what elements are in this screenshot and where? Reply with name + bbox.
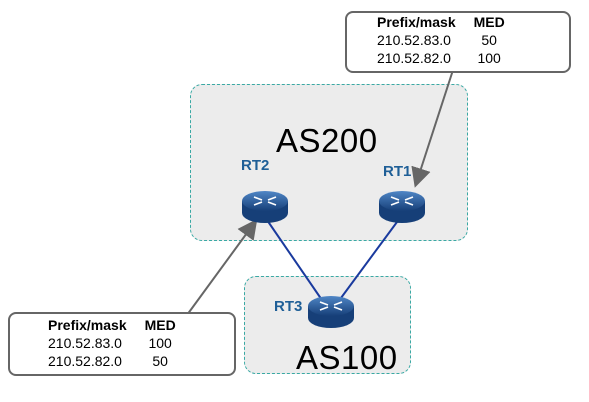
prefix-header: Prefix/mask <box>48 317 127 333</box>
top-med-table: Prefix/mask MED 210.52.83.0 50 210.52.82… <box>345 11 571 73</box>
as200-label: AS200 <box>276 122 378 159</box>
table-row: 210.52.83.0 100 <box>40 334 186 352</box>
rt3-label: RT3 <box>274 298 303 315</box>
med-cell: 50 <box>481 32 497 48</box>
rt1-label: RT1 <box>383 163 412 180</box>
table-row: 210.52.82.0 50 <box>40 352 186 370</box>
prefix-cell: 210.52.83.0 <box>377 32 451 48</box>
rt2-label: RT2 <box>241 157 270 174</box>
as100-label: AS100 <box>296 339 398 376</box>
rt1-router-icon[interactable] <box>377 189 427 225</box>
med-cell: 100 <box>148 335 172 351</box>
table-row: 210.52.83.0 50 <box>369 31 515 49</box>
med-header: MED <box>473 14 505 30</box>
med-header: MED <box>144 317 176 333</box>
table-header-row: Prefix/mask MED <box>369 13 515 31</box>
prefix-header: Prefix/mask <box>377 14 456 30</box>
prefix-cell: 210.52.82.0 <box>377 50 451 66</box>
prefix-cell: 210.52.82.0 <box>48 353 122 369</box>
rt3-router-icon[interactable] <box>306 294 356 330</box>
med-cell: 100 <box>477 50 501 66</box>
med-cell: 50 <box>152 353 168 369</box>
rt2-router-icon[interactable] <box>240 189 290 225</box>
prefix-cell: 210.52.83.0 <box>48 335 122 351</box>
bottom-med-table: Prefix/mask MED 210.52.83.0 100 210.52.8… <box>8 312 236 376</box>
table-header-row: Prefix/mask MED <box>40 316 186 334</box>
table-row: 210.52.82.0 100 <box>369 49 515 67</box>
